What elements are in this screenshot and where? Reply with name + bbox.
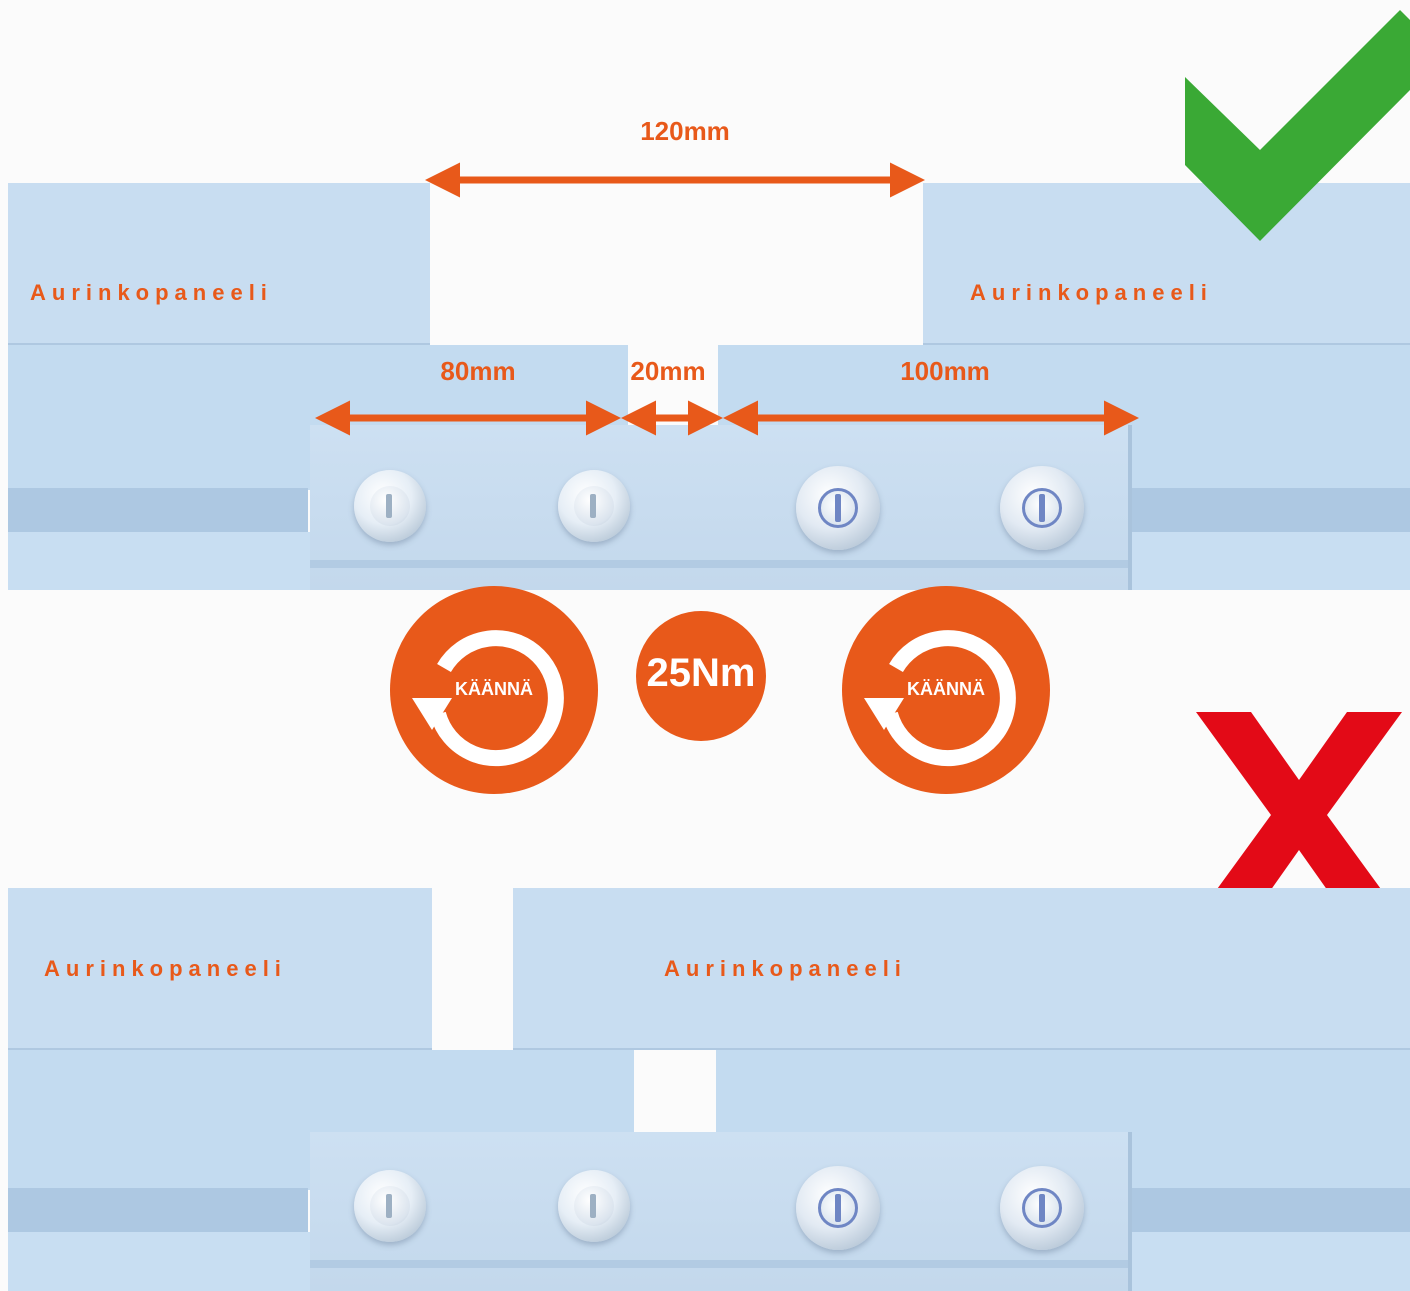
solar-panel-right xyxy=(513,888,1410,1050)
flange-bolt-icon xyxy=(796,1166,880,1250)
solar-panel-left xyxy=(8,888,432,1050)
flange-bolt-icon xyxy=(796,466,880,550)
panel-label-right: Aurinkopaneeli xyxy=(664,956,907,981)
rail-right-groove xyxy=(1130,488,1410,532)
cross-icon xyxy=(1196,712,1402,918)
turn-badge-right: KÄÄNNÄ xyxy=(842,586,1050,794)
turn-label-left: KÄÄNNÄ xyxy=(455,679,533,699)
panel-label-right: Aurinkopaneeli xyxy=(970,280,1213,305)
rail-right-lower xyxy=(1130,532,1410,590)
panel-label-left: Aurinkopaneeli xyxy=(44,956,287,981)
hex-bolt-icon xyxy=(354,1170,426,1242)
dimension-label-100: 100mm xyxy=(900,356,990,386)
turn-badge-left: KÄÄNNÄ xyxy=(390,586,598,794)
correct-assembly: Aurinkopaneeli Aurinkopaneeli 120mm 80mm… xyxy=(0,0,1410,600)
turn-label-right: KÄÄNNÄ xyxy=(907,679,985,699)
rail-left-groove xyxy=(8,488,308,532)
rail-left-lower xyxy=(8,532,318,590)
rail-right-groove xyxy=(1130,1188,1410,1232)
dimension-label-80: 80mm xyxy=(440,356,516,386)
rail-right-lower xyxy=(1130,1232,1410,1291)
dimension-label-120: 120mm xyxy=(640,116,730,146)
rotate-arrow-icon xyxy=(864,630,1016,767)
hex-bolt-icon xyxy=(354,470,426,542)
checkmark-icon xyxy=(1185,10,1410,241)
flange-bolt-icon xyxy=(1000,466,1084,550)
hex-bolt-icon xyxy=(558,470,630,542)
rotate-arrow-icon xyxy=(412,630,564,767)
dimension-arrows xyxy=(315,162,1139,436)
connector-plate-lip xyxy=(310,560,1128,568)
rail-left-lower xyxy=(8,1232,318,1291)
connector-plate-lip xyxy=(310,1260,1128,1268)
solar-panel-left xyxy=(8,183,430,345)
torque-label: 25Nm xyxy=(646,651,756,695)
panel-label-left: Aurinkopaneeli xyxy=(30,280,273,305)
torque-badge: 25Nm xyxy=(636,611,766,741)
rail-left-groove xyxy=(8,1188,308,1232)
flange-bolt-icon xyxy=(1000,1166,1084,1250)
solar-panel-right xyxy=(923,183,1410,345)
wrong-assembly: Aurinkopaneeli Aurinkopaneeli xyxy=(0,880,1410,1291)
dimension-label-20: 20mm xyxy=(630,356,706,386)
hex-bolt-icon xyxy=(558,1170,630,1242)
